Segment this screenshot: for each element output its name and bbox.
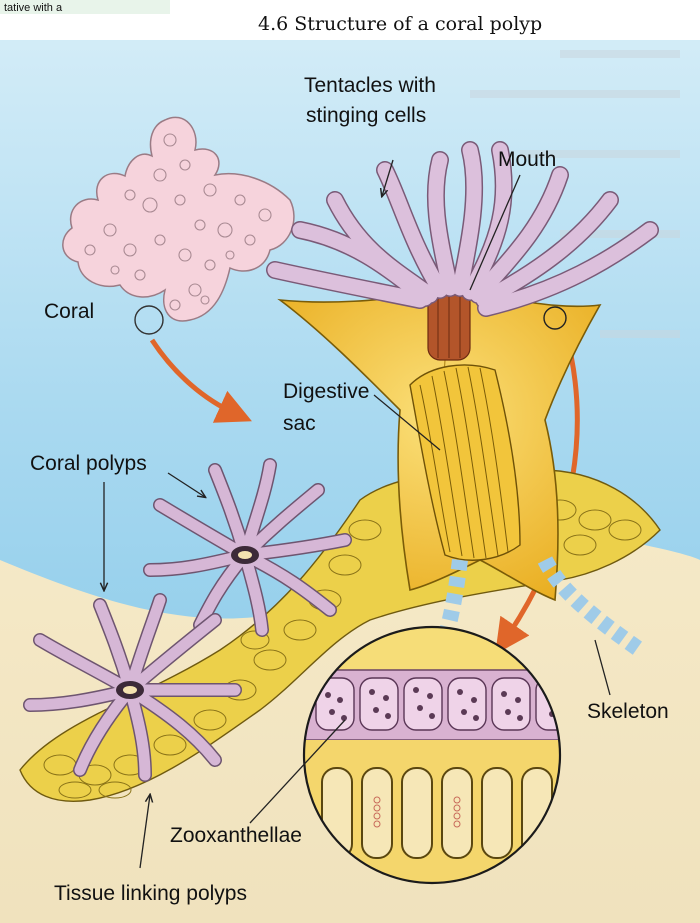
corner-fragment: tative with a xyxy=(4,2,63,14)
label-tentacles-line2: stinging cells xyxy=(306,104,426,127)
label-tentacles-line1: Tentacles with xyxy=(304,74,436,97)
label-coral: Coral xyxy=(44,300,94,323)
label-coral-polyps: Coral polyps xyxy=(30,452,147,475)
label-digestive-line2: sac xyxy=(283,412,316,435)
label-skeleton: Skeleton xyxy=(587,700,669,723)
label-tissue: Tissue linking polyps xyxy=(54,882,247,905)
label-zooxanthellae: Zooxanthellae xyxy=(170,824,302,847)
label-digestive-line1: Digestive xyxy=(283,380,369,403)
label-mouth: Mouth xyxy=(498,148,556,171)
figure-title: 4.6 Structure of a coral polyp xyxy=(258,13,542,35)
